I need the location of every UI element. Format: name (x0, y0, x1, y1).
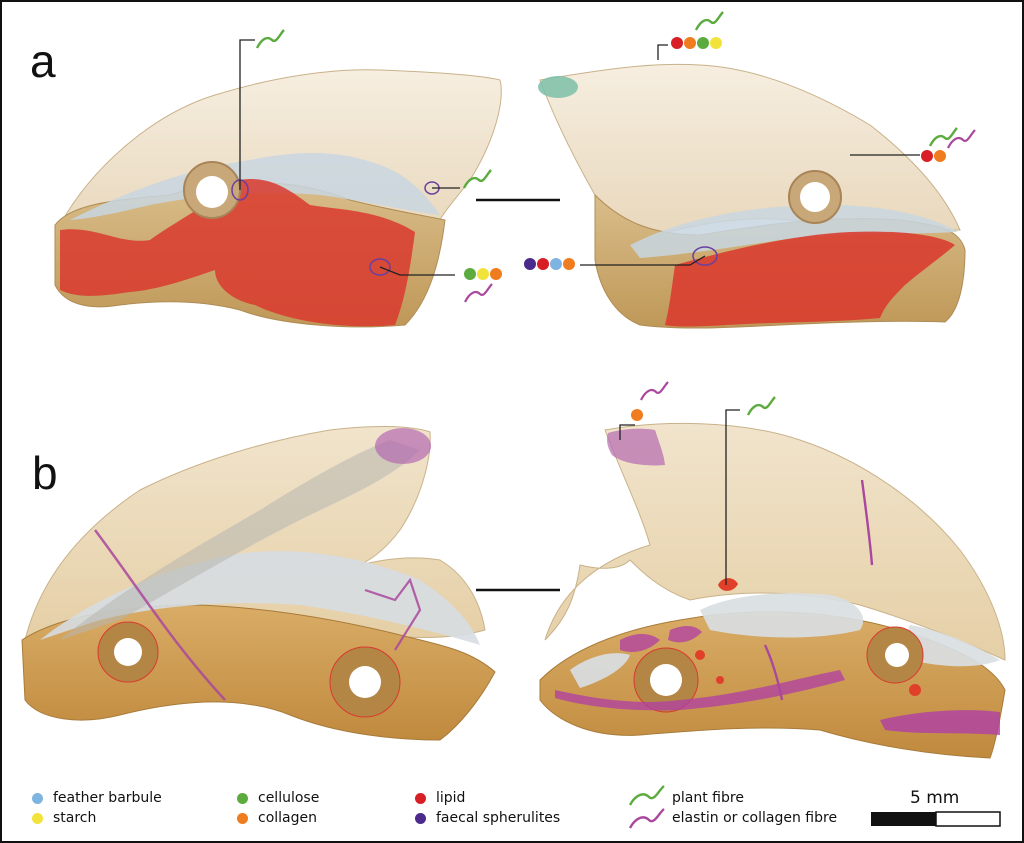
tooth-b-right-collagen-spot (695, 650, 705, 660)
elastin-or-collagen-fibre-icon (640, 381, 669, 401)
tooth-b-left-grey-band (60, 440, 420, 640)
tooth-b-left-fibre-2 (364, 577, 422, 651)
plant-fibre-icon (928, 127, 958, 147)
legend-item-faecal-spherulites: faecal spherulites (415, 810, 560, 826)
tooth-b-right-elastin-tip (607, 428, 665, 466)
scale-bar (871, 811, 1001, 827)
tooth-b-right-hole-1-inner (650, 664, 682, 696)
lipid-dot (537, 258, 549, 270)
legend-label: cellulose (258, 790, 320, 806)
collagen-dot (631, 409, 643, 421)
tooth-b-right-elastin-patch-2 (668, 626, 702, 643)
legend-item-cellulose: cellulose (237, 790, 319, 806)
tooth-a-left (54, 69, 502, 328)
starch-dot (477, 268, 489, 280)
legend-label: plant fibre (672, 790, 744, 806)
collagen-dot (490, 268, 502, 280)
tooth-a-right-hole-inner (800, 182, 830, 212)
plant-fibre-icon (746, 396, 776, 416)
tooth-b-left-fibre-1 (93, 529, 226, 701)
tooth-a-left-sample-ring-3 (369, 258, 391, 276)
legend-label: starch (53, 810, 97, 826)
collagen-dot (934, 150, 946, 162)
tooth-b-right-elastin-patch-1 (620, 634, 660, 652)
tooth-b-right-feather-zone (700, 593, 864, 638)
elastin-or-collagen-fibre-icon (947, 129, 976, 149)
tooth-b-left (21, 425, 496, 741)
faecal-spherulites-dot (524, 258, 536, 270)
plant-fibre-icon (462, 169, 492, 189)
cellulose-dot (697, 37, 709, 49)
tooth-b-right-collagen-spot (716, 676, 724, 684)
panel-a-markers (255, 11, 976, 303)
tooth-a-right-sample-ring (692, 246, 718, 266)
tooth-b-right-hole-2-inner (885, 643, 909, 667)
collagen-dot (237, 812, 248, 824)
tooth-b-right-elastin-band-2 (880, 710, 1000, 735)
collagen-dot (684, 37, 696, 49)
tooth-b-right (539, 422, 1006, 759)
lipid-dot (415, 792, 426, 804)
feather-barbule-dot (550, 258, 562, 270)
scale-bar-label: 5 mm (910, 788, 960, 808)
cellulose-dot (464, 268, 476, 280)
lipid-dot (921, 150, 933, 162)
legend-item-lipid: lipid (415, 790, 465, 806)
tooth-b-left-hole-2-inner (349, 666, 381, 698)
plant-fibre-icon (694, 11, 724, 31)
tooth-a-right-feather-zone (630, 205, 958, 258)
panel-label-a: a (30, 35, 56, 87)
legend-label: feather barbule (53, 790, 162, 806)
tooth-b-right-fibre-1 (860, 479, 874, 566)
tooth-b-right-crown (544, 422, 1006, 661)
legend-item-elastin-or-collagen-fibre: elastin or collagen fibre (672, 810, 837, 826)
panel-b-markers (631, 381, 776, 421)
legend-item-collagen: collagen (237, 810, 317, 826)
starch-dot (32, 812, 43, 824)
plant-fibre-icon (628, 785, 665, 806)
legend-item-feather-barbule: feather barbule (32, 790, 162, 806)
panel-b-connectors (619, 409, 740, 585)
tooth-b-left-hole-1-inner (114, 638, 142, 666)
tooth-b-right-feather-zone-3 (570, 653, 630, 688)
tooth-a-left-hole-inner (196, 176, 228, 208)
tooth-b-right-elastin-band-1 (555, 670, 845, 711)
legend-label: lipid (436, 790, 466, 806)
panel-label-b: b (32, 447, 58, 499)
elastin-or-collagen-fibre-icon (464, 283, 493, 303)
legend-label: elastin or collagen fibre (672, 810, 838, 826)
cellulose-dot (237, 792, 248, 804)
tooth-b-right-fibre-2 (763, 644, 784, 701)
tooth-a-left-lipid-zone (60, 179, 415, 327)
elastin-or-collagen-fibre-icon (628, 808, 665, 829)
panel-a-connectors (239, 39, 920, 276)
legend-fibre-icons (628, 785, 665, 829)
legend-label: collagen (258, 810, 317, 826)
tooth-b-right-feather-zone-2 (907, 625, 1000, 667)
tooth-a-right (538, 63, 966, 329)
tooth-b-left-elastin-zone (375, 428, 431, 464)
tooth-a-right-lipid-zone (665, 231, 955, 327)
starch-dot (710, 37, 722, 49)
tooth-b-right-collagen-mark (718, 578, 738, 591)
plant-fibre-icon (255, 29, 285, 49)
feather-barbule-dot (32, 792, 43, 804)
legend-label: faecal spherulites (436, 810, 561, 826)
tooth-b-right-collagen-spot (909, 684, 921, 696)
legend-item-plant-fibre: plant fibre (672, 790, 744, 806)
legend-item-starch: starch (32, 810, 96, 826)
collagen-dot (563, 258, 575, 270)
tooth-a-right-plant-zone (538, 76, 578, 98)
tooth-b-left-feather-zone (40, 551, 480, 645)
lipid-dot (671, 37, 683, 49)
faecal-spherulites-dot (415, 812, 426, 824)
